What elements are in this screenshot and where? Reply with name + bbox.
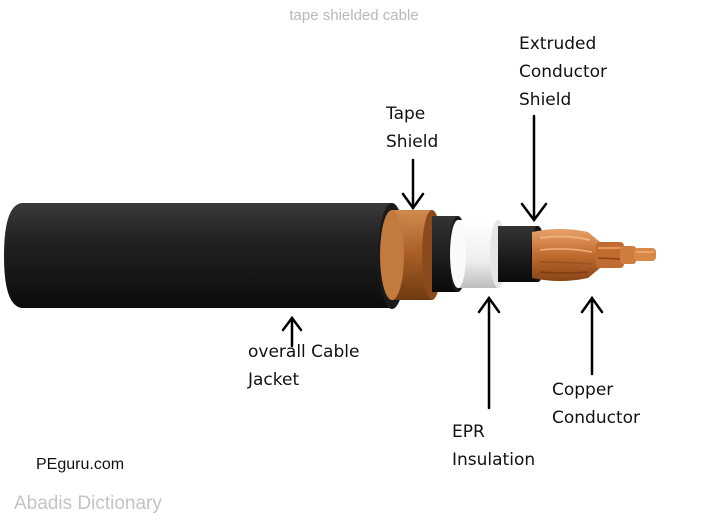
copper-conductor-label: Copper Conductor (552, 380, 641, 428)
cable-jacket-shape (4, 203, 406, 309)
image-credit: PEguru.com (36, 456, 125, 473)
conductor-shield-arrow (520, 114, 548, 223)
epr-insulation-shape (450, 220, 506, 288)
insulation-arrow (477, 295, 501, 410)
epr-insulation-label: EPR Insulation (452, 422, 536, 470)
tape-shield-arrow (401, 158, 425, 211)
jacket-arrow (281, 315, 303, 348)
tape-shield-label: Tape Shield (386, 104, 439, 152)
site-watermark: Abadis Dictionary (14, 493, 162, 514)
copper-arrow (580, 295, 604, 376)
image-caption: tape shielded cable (289, 7, 419, 24)
copper-conductor-shape (532, 229, 656, 281)
cable-jacket-label: overall Cable Jacket (248, 342, 360, 390)
extruded-conductor-shield-label: Extruded Conductor Shield (519, 34, 608, 110)
